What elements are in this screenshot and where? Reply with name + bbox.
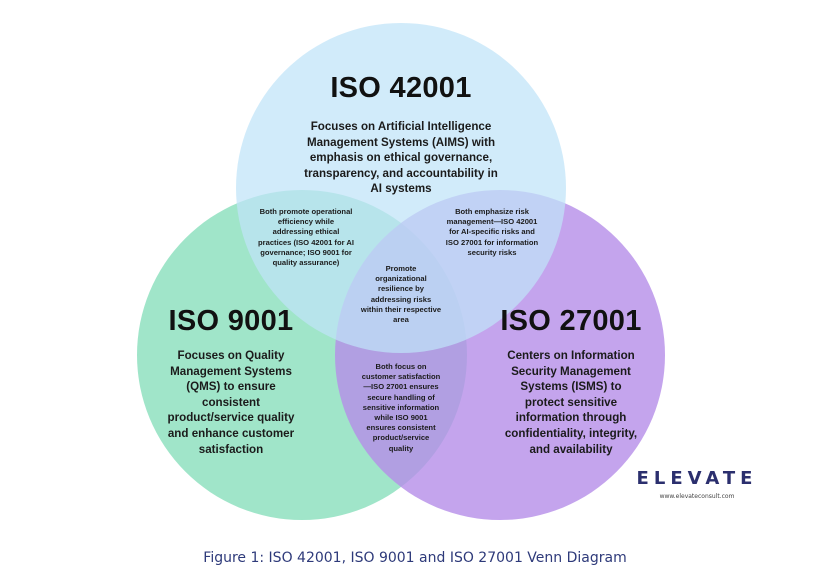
text-line: Both promote operational xyxy=(259,207,353,216)
text-line: management—ISO 42001 xyxy=(446,217,538,227)
text-line: addressing ethical xyxy=(272,227,340,237)
text-line: resilience by xyxy=(377,284,424,294)
text-line: confidentiality, integrity, xyxy=(504,426,638,440)
text-line: emphasis on ethical governance, xyxy=(309,151,493,165)
text-line: organizational xyxy=(375,274,427,284)
text-line: information through xyxy=(515,411,627,425)
elevate-url: www.elevateconsult.com xyxy=(659,493,735,500)
text-line: (QMS) to ensure xyxy=(186,380,276,394)
text-line: ISO 27001 for information xyxy=(445,237,539,247)
text-line: Both emphasize risk xyxy=(455,207,529,216)
text-line: Security Management xyxy=(511,364,631,378)
text-line: practices (ISO 42001 for AI xyxy=(258,237,354,247)
text-line: consistent xyxy=(202,395,260,409)
text-line: and enhance customer xyxy=(167,426,295,440)
iso-9001-description: Focuses on Quality Management Systems (Q… xyxy=(151,348,311,457)
text-line: secure handling of xyxy=(367,392,435,402)
elevate-logo: ELEVATE xyxy=(636,468,758,489)
text-line: protect sensitive xyxy=(524,395,618,409)
overlap-42001-9001-text: Both promote operational efficiency whil… xyxy=(246,207,366,268)
text-line: quality xyxy=(388,443,414,453)
text-line: Both focus on xyxy=(375,362,427,371)
text-line: transparency, and accountability in xyxy=(304,166,498,180)
text-line: while ISO 9001 xyxy=(374,413,428,423)
text-line: sensitive information xyxy=(362,402,440,412)
text-line: efficiency while xyxy=(277,217,335,227)
iso-42001-title: ISO 42001 xyxy=(330,72,472,104)
text-line: area xyxy=(393,315,409,325)
overlap-center-text: Promote organizational resilience by add… xyxy=(351,264,451,325)
text-line: ensures consistent xyxy=(366,423,436,433)
text-line: customer satisfaction xyxy=(361,372,441,382)
overlap-9001-27001-text: Both focus on customer satisfaction —ISO… xyxy=(351,362,451,454)
iso-27001-description: Centers on Information Security Manageme… xyxy=(491,348,651,457)
text-line: satisfaction xyxy=(198,442,264,456)
text-line: and availability xyxy=(529,442,613,456)
text-line: Promote xyxy=(385,264,417,273)
text-line: quality assurance) xyxy=(272,258,340,268)
text-line: Focuses on Quality xyxy=(177,349,285,362)
text-line: Systems (ISMS) to xyxy=(520,380,622,394)
text-line: Management Systems (AIMS) with xyxy=(306,135,496,149)
overlap-42001-27001-text: Both emphasize risk management—ISO 42001… xyxy=(432,207,552,258)
text-line: governance; ISO 9001 for xyxy=(260,247,352,257)
figure-caption: Figure 1: ISO 42001, ISO 9001 and ISO 27… xyxy=(203,550,627,566)
text-line: —ISO 27001 ensures xyxy=(363,382,439,392)
text-line: within their respective xyxy=(360,304,442,314)
text-line: AI systems xyxy=(370,182,432,196)
text-line: product/service quality xyxy=(167,411,295,425)
iso-9001-title: ISO 9001 xyxy=(168,305,294,337)
text-line: addressing risks xyxy=(370,294,432,304)
iso-42001-description: Focuses on Artificial Intelligence Manag… xyxy=(281,119,521,197)
text-line: Focuses on Artificial Intelligence xyxy=(310,120,492,133)
text-line: Management Systems xyxy=(170,364,292,378)
text-line: for AI-specific risks and xyxy=(449,227,535,237)
text-line: Centers on Information xyxy=(507,349,635,362)
iso-27001-title: ISO 27001 xyxy=(500,305,642,337)
text-line: security risks xyxy=(467,247,517,257)
text-line: product/service xyxy=(372,433,430,443)
iso-42001-circle xyxy=(236,23,566,353)
